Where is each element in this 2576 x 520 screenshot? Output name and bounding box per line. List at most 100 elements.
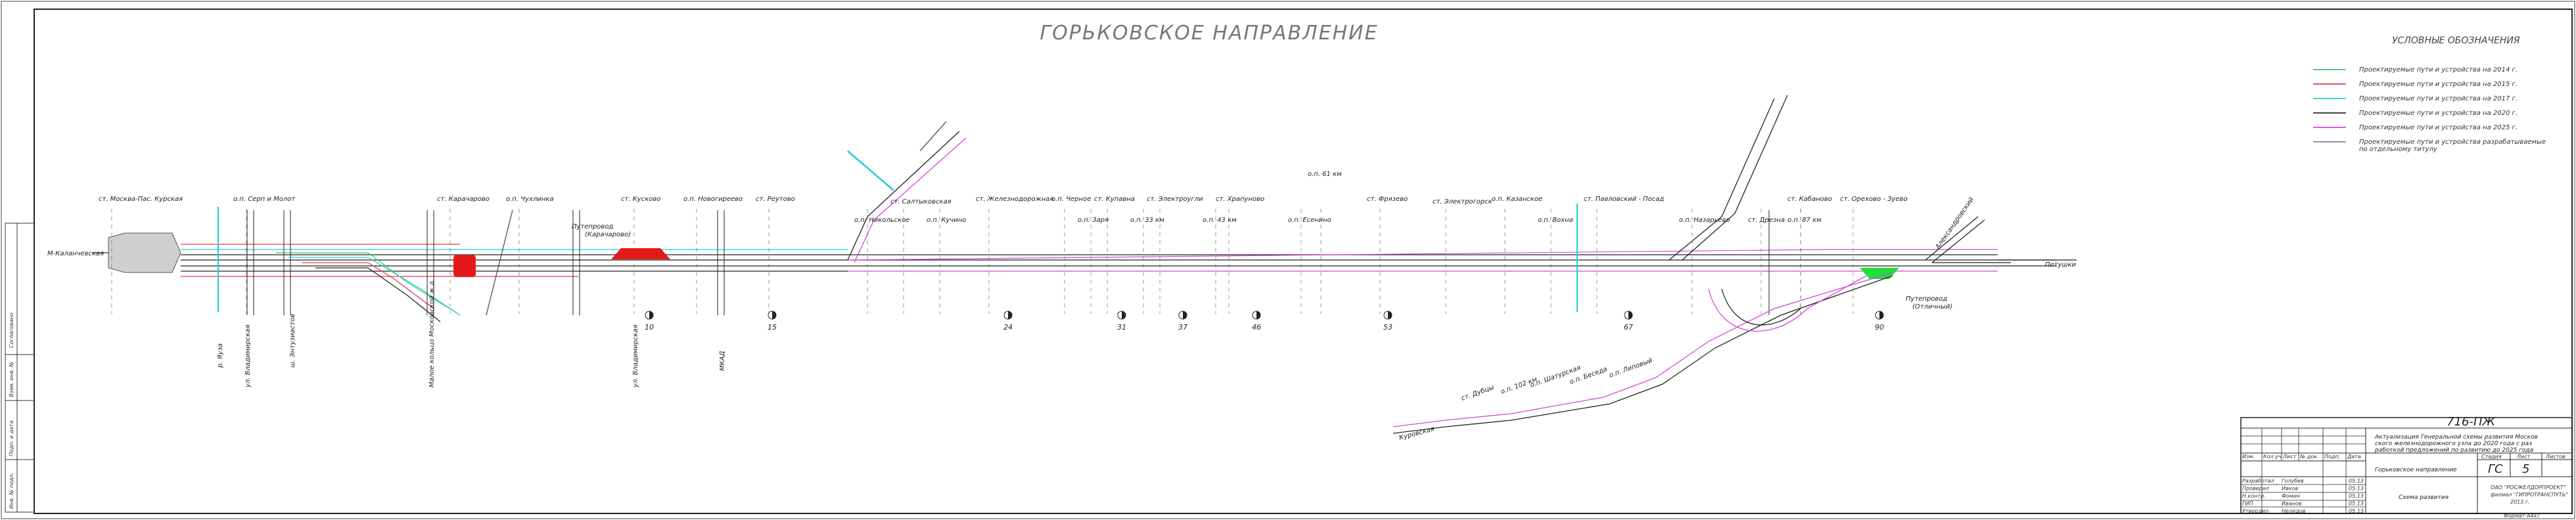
left-terminal-label: М-Каланчевская xyxy=(47,250,104,257)
stamp-year: 2013 г. xyxy=(2510,499,2530,505)
legend-item-label: Проектируемые пути и устройства на 2017 … xyxy=(2359,95,2518,102)
station-label: о.п. Назарьево xyxy=(1679,217,1730,224)
station-label: ст. Электрогорск xyxy=(1433,198,1492,206)
station-label: ст. Храпуново xyxy=(1216,196,1264,203)
viaduct2-sub: (Отличный) xyxy=(1912,303,1952,311)
street-5: МКАД xyxy=(719,351,726,371)
legend-item-label: Проектируемые пути и устройства разрабат… xyxy=(2359,138,2546,146)
side-inv-orig: Инв. № подл. xyxy=(9,473,14,509)
stamp-stage-h: Стадия xyxy=(2481,454,2502,460)
station-label: ст. Кабаново xyxy=(1787,195,1832,203)
legend-item-label-2: по отдельному титулу xyxy=(2359,146,2438,153)
viaduct2-label: Путепровод xyxy=(1906,295,1947,303)
stamp-role: ГИП xyxy=(2242,501,2253,507)
legend: УСЛОВНЫЕ ОБОЗНАЧЕНИЯ Проектируемые пути … xyxy=(2313,35,2546,153)
km-marker-label: 10 xyxy=(645,323,654,332)
station-label: ст. Орехово - Зуево xyxy=(1840,196,1908,203)
inner-frame xyxy=(34,9,2573,514)
kurovskaya-label: Куровская xyxy=(1398,425,1435,442)
legend-item-label: Проектируемые пути и устройства на 2015 … xyxy=(2359,81,2518,88)
stamp-sheets-h: Листов xyxy=(2545,454,2565,460)
legend-item-label: Проектируемые пути и устройства на 2020 … xyxy=(2359,110,2518,117)
legend-title: УСЛОВНЫЕ ОБОЗНАЧЕНИЯ xyxy=(2392,35,2520,46)
branch-station-label: о.п. Липовый xyxy=(1608,357,1653,379)
legend-item-label: Проектируемые пути и устройства на 2014 … xyxy=(2359,66,2518,74)
km-marker-label: 67 xyxy=(1624,323,1633,332)
station-label: ст. Карачарово xyxy=(437,196,490,203)
station-label: ст. Купавна xyxy=(1094,196,1135,203)
title-block: 716-ПЖ Актуализация Генеральной схемы ра… xyxy=(2240,415,2573,519)
side-strip: Согласовано Взам. инв. № Подп. и дата Ин… xyxy=(5,223,35,513)
station-label: ст. Реутово xyxy=(756,196,795,203)
street-1: р. Яуза xyxy=(217,343,224,368)
kurovskaya-branch-black xyxy=(1392,275,1893,434)
stamp-date: 05.13 xyxy=(2349,501,2364,507)
station-label: ст. Дрезна xyxy=(1748,217,1785,224)
stamp-date: 05.13 xyxy=(2349,486,2364,492)
stamp-col-header: Дата xyxy=(2347,454,2361,460)
kuskovo-red-station xyxy=(611,248,670,259)
stamp-code: 716-ПЖ xyxy=(2447,415,2495,429)
stamp-role: Проверил xyxy=(2242,486,2269,492)
stamp-date: 05.13 xyxy=(2349,493,2364,499)
stamp-format: Формат А4х7 xyxy=(2504,513,2541,519)
station-label: о.п. Заря xyxy=(1078,217,1109,224)
branch-station-label: ст. Дубцы xyxy=(1460,383,1495,402)
km-marker-label: 15 xyxy=(768,323,777,332)
station-label: ст. Павловский - Посад xyxy=(1584,196,1664,203)
station-labels: ст. Москва-Пас. Курская о.п. Серп и Молот… xyxy=(99,171,1908,314)
km-marker-label: 37 xyxy=(1178,323,1187,332)
stamp-person: Фомин xyxy=(2282,493,2300,499)
station-label: ст. Электроугли xyxy=(1147,196,1203,203)
stamp-stage: ГС xyxy=(2488,462,2503,476)
right-end-label: Петушки xyxy=(2045,261,2077,269)
stamp-col-header: № док. xyxy=(2299,454,2319,460)
orekhovo-green-station xyxy=(1860,268,1899,279)
viaduct1-sub: (Карачарово) xyxy=(585,231,631,238)
stamp-date: 05.13 xyxy=(2349,508,2364,514)
magenta-track-2025 xyxy=(847,249,1828,261)
stamp-doc-title: Схема развития xyxy=(2399,494,2449,501)
stamp-role: Утвердил xyxy=(2242,508,2268,514)
station-label: о.п. 43 км xyxy=(1203,217,1237,224)
station-label: ст. Москва-Пас. Курская xyxy=(99,196,183,203)
side-approved: Согласовано xyxy=(9,313,14,348)
km-marker-label: 31 xyxy=(1117,323,1126,332)
street-4: Малое кольцо Московской ж.д. xyxy=(428,279,436,387)
km-marker-label: 53 xyxy=(1383,323,1392,332)
station-label: ст. Салтыковская xyxy=(890,198,952,206)
station-label: о.п. 33 км xyxy=(1130,217,1164,224)
km-marker-label: 24 xyxy=(1003,323,1013,332)
viaduct1-label: Путепровод xyxy=(572,223,613,230)
stamp-sheet-h: Лист xyxy=(2516,454,2531,460)
stamp-sheet-name: Горьковское направление xyxy=(2375,467,2457,473)
stamp-col-header: Изм. xyxy=(2242,454,2255,460)
legend-item-label: Проектируемые пути и устройства на 2025 … xyxy=(2359,124,2518,131)
station-label: ст. Кусково xyxy=(621,196,660,203)
station-label: о.п. Кучино xyxy=(927,217,966,224)
km-marker-label: 46 xyxy=(1252,323,1261,332)
station-label: о.п. 61 км xyxy=(1308,171,1342,178)
station-label: о.п. Никольское xyxy=(854,217,909,224)
station-label: о.п. Новогиреево xyxy=(683,196,743,203)
station-label: ст. Фрязево xyxy=(1367,196,1408,203)
side-inv-replace: Взам. инв. № xyxy=(9,362,14,397)
stamp-person: Нелидов xyxy=(2282,508,2306,514)
street-3: ул. Владимирская xyxy=(244,324,252,388)
stamp-col-header: Кол.уч xyxy=(2263,454,2282,460)
stamp-col-header: Подп. xyxy=(2324,454,2340,460)
karacharovo-red-station xyxy=(453,255,476,277)
track-network: М-Каланчевская Петушки xyxy=(47,95,2077,442)
station-label: о.п. Чухлинка xyxy=(506,196,553,203)
station-label: о.п. Есенино xyxy=(1288,217,1331,224)
stamp-desc: Актуализация Генеральной схемы развития … xyxy=(2374,434,2540,454)
station-label: ст. Железнодорожная xyxy=(976,196,1053,203)
stamp-date: 05.13 xyxy=(2349,478,2364,484)
stamp-person: Ивков xyxy=(2282,486,2298,492)
terminal-building xyxy=(108,232,181,273)
station-label: о.п. Серп и Молот xyxy=(233,196,296,203)
stamp-role: Н.контр. xyxy=(2242,493,2266,499)
stamp-org1: ОАО "РОСЖЕЛДОРПРОЕКТ" xyxy=(2491,485,2566,490)
